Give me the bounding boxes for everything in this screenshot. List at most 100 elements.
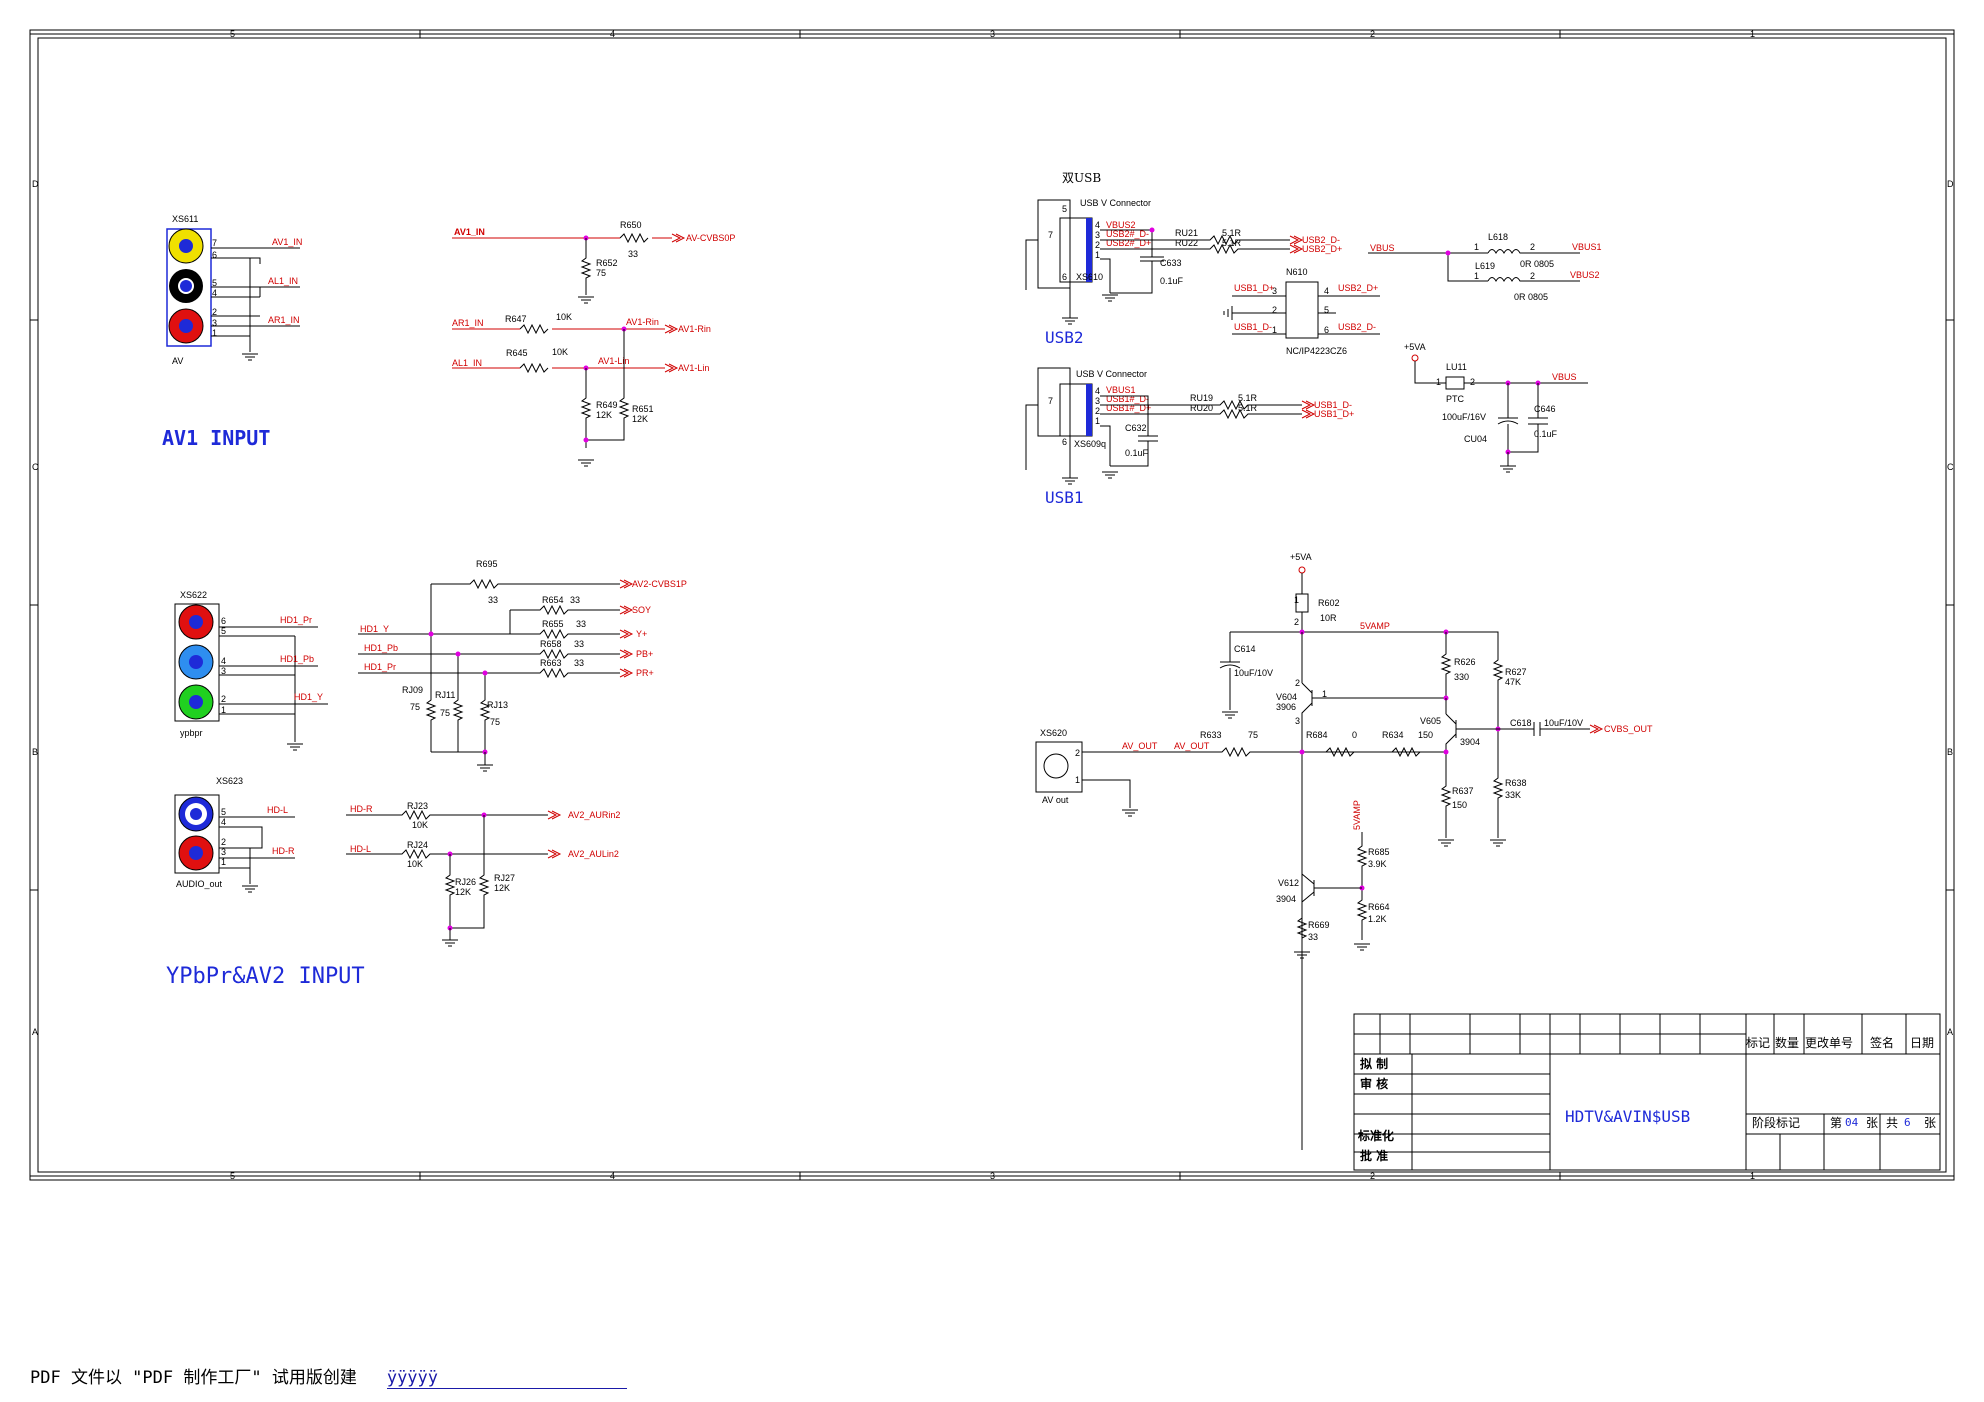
- rj13-ref: RJ13: [487, 700, 508, 710]
- r695-value: 33: [488, 595, 498, 605]
- pin-6: 6: [1062, 437, 1067, 447]
- c614-value: 10uF/10V: [1234, 668, 1273, 678]
- rj23-ref: RJ23: [407, 801, 428, 811]
- supply-5va-usb: +5VA: [1404, 342, 1426, 352]
- col-label-3: 3: [990, 29, 995, 39]
- r685-value: 3.9K: [1368, 859, 1387, 869]
- pin-5: 5: [221, 626, 226, 636]
- r684-value: 0: [1352, 730, 1357, 740]
- ru21-ref: RU21: [1175, 228, 1198, 238]
- net-av-cvbs0p: AV-CVBS0P: [686, 233, 735, 243]
- col-label-4-bottom: 4: [610, 1171, 615, 1181]
- tb-header-date: 日期: [1910, 1036, 1934, 1050]
- pin-3: 3: [221, 666, 226, 676]
- pin-5: 5: [1324, 305, 1329, 315]
- rj24-value: 10K: [407, 859, 423, 869]
- usb1-connector: USB V Connector 4 3 2 1 6 7 XS609q VBUS1…: [1025, 367, 1354, 507]
- l618-value: 0R 0805: [1520, 259, 1554, 269]
- net-av1-in: AV1_IN: [272, 237, 302, 247]
- r652-ref: R652: [596, 258, 618, 268]
- cu04-ref: CU04: [1464, 434, 1487, 444]
- net-hd1-pr-input: HD1_Pr: [364, 662, 396, 672]
- watermark-link[interactable]: ÿÿÿÿÿ: [386, 1368, 627, 1389]
- ypbpr-signal-network: R695 33 AV2-CVBS1P R654 33 SOY HD1_Y R65…: [358, 559, 687, 772]
- r627-value: 47K: [1505, 677, 1521, 687]
- ru22-value: 5.1R: [1222, 238, 1242, 248]
- av1-signal-network: AV1_IN AV-CVBS0P R650 33 R652 75 AR1_IN …: [452, 220, 735, 467]
- pin-2: 2: [1095, 406, 1100, 416]
- pin-6: 6: [1062, 272, 1067, 282]
- pin-2: 2: [212, 307, 217, 317]
- net-usb1-dm: USB1_D-: [1314, 400, 1352, 410]
- col-label-4: 4: [610, 29, 615, 39]
- net-ar1-in: AR1_IN: [268, 315, 300, 325]
- tb-header-qty: 数量: [1775, 1035, 1799, 1050]
- r654-value: 33: [570, 595, 580, 605]
- pin-6: 6: [221, 616, 226, 626]
- r654-ref: R654: [542, 595, 564, 605]
- row-label-a-right: A: [1947, 1027, 1953, 1037]
- rj24-ref: RJ24: [407, 840, 428, 850]
- net-pb-plus: PB+: [636, 649, 653, 659]
- l619-value: 0R 0805: [1514, 292, 1548, 302]
- xs623-ref: XS623: [216, 776, 243, 786]
- r637-value: 150: [1452, 800, 1467, 810]
- tb-label-standardization: 标准化: [1357, 1128, 1394, 1143]
- tb-label-review: 审 核: [1360, 1076, 1388, 1091]
- r658-ref: R658: [540, 639, 562, 649]
- r638-ref: R638: [1505, 778, 1527, 788]
- l618-pin-1: 1: [1474, 242, 1479, 252]
- c618-value: 10uF/10V: [1544, 718, 1583, 728]
- net-5vamp-v612: 5VAMP: [1352, 800, 1362, 830]
- tb-sheet-prefix: 第: [1830, 1116, 1842, 1130]
- av1-connector-block: XS611 AV 7 6 5 4 2 3 1 AV1_IN AL1_IN AR1…: [166, 214, 302, 366]
- rj13-value: 75: [490, 717, 500, 727]
- v612-ref: V612: [1278, 878, 1299, 888]
- l618-ref: L618: [1488, 232, 1508, 242]
- row-label-d: D: [32, 179, 39, 189]
- v605-value: 3904: [1460, 737, 1480, 747]
- r602-ref: R602: [1318, 598, 1340, 608]
- net-av2-aurin2: AV2_AURin2: [568, 810, 620, 820]
- net-al1-in: AL1_IN: [268, 276, 298, 286]
- tb-total-suffix: 张: [1924, 1116, 1936, 1130]
- pin-1: 1: [212, 328, 217, 338]
- net-usb1-dp-internal: USB1#_D+: [1106, 403, 1151, 413]
- audio-out-block: XS623 AUDIO_out 5 4 2 3 1 HD-L HD-R: [174, 776, 295, 893]
- r685-ref: R685: [1368, 847, 1390, 857]
- supply-5va-amp: +5VA: [1290, 552, 1312, 562]
- net-av1-rin: AV1-Rin: [626, 317, 659, 327]
- v612-value: 3904: [1276, 894, 1296, 904]
- r651-value: 12K: [632, 414, 648, 424]
- av-out-amplifier: +5VA 1 2 R602 10R 5VAMP C614 10uF/10V V6…: [1035, 552, 1653, 1150]
- ypbpr-av2-input-title: YPbPr&AV2 INPUT: [166, 964, 365, 989]
- net-av2-aulin2: AV2_AULin2: [568, 849, 619, 859]
- r669-value: 33: [1308, 932, 1318, 942]
- usb2-title: USB2: [1045, 328, 1084, 347]
- usb2-connector-title: USB V Connector: [1080, 198, 1151, 208]
- v604-pin-3: 3: [1295, 716, 1300, 726]
- r663-value: 33: [574, 658, 584, 668]
- net-av1-lin: AV1-Lin: [598, 356, 629, 366]
- pin-1: 1: [1272, 325, 1277, 335]
- net-vbus2: VBUS2: [1106, 220, 1136, 230]
- c614-ref: C614: [1234, 644, 1256, 654]
- r637-ref: R637: [1452, 786, 1474, 796]
- net-av1-in-input: AV1_IN: [454, 227, 485, 237]
- cu04-value: 100uF/16V: [1442, 412, 1486, 422]
- v604-pin-1: 1: [1322, 689, 1327, 699]
- r649-value: 12K: [596, 410, 612, 420]
- r626-ref: R626: [1454, 657, 1476, 667]
- net-av1-lin-out: AV1-Lin: [678, 363, 709, 373]
- xs620-ref: XS620: [1040, 728, 1067, 738]
- ypbpr-connector-block: XS622 ypbpr 6 5 4 3 2 1 HD1_Pr HD1_Pb HD…: [174, 590, 328, 751]
- xs622-sub: ypbpr: [180, 728, 203, 738]
- r664-value: 1.2K: [1368, 914, 1387, 924]
- row-label-c: C: [32, 462, 39, 472]
- rj09-value: 75: [410, 702, 420, 712]
- xs623-sub: AUDIO_out: [176, 879, 223, 889]
- rj11-value: 75: [440, 708, 450, 718]
- pin-7: 7: [212, 238, 217, 248]
- tb-header-change-no: 更改单号: [1805, 1036, 1853, 1050]
